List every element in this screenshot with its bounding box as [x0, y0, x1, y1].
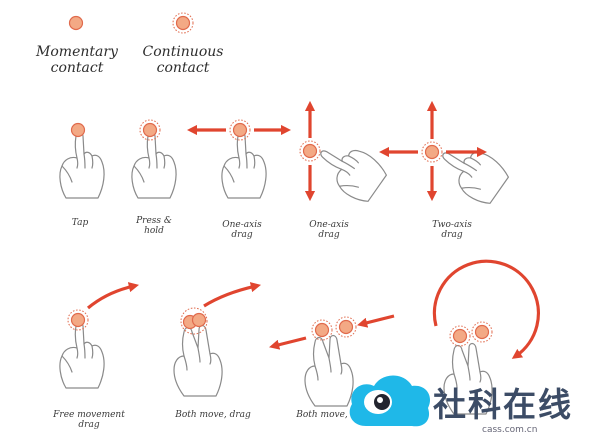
watermark-text: 社科在线 — [433, 385, 573, 424]
gesture-one-axis-drag-horizontal — [186, 119, 292, 199]
legend-momentary-label: Momentary contact — [36, 44, 118, 77]
label-one-axis-drag-vertical: One-axis drag — [309, 220, 349, 241]
legend-momentary-marker — [68, 15, 84, 31]
label-tap: Tap — [71, 218, 89, 228]
label-both-move: Both move, — [296, 410, 348, 420]
label-free-movement-drag: Free movement drag — [53, 410, 125, 431]
label-both-move-drag: Both move, drag — [175, 410, 251, 420]
label-two-axis-drag: Two-axis drag — [432, 220, 472, 241]
gesture-both-move-pinch — [269, 314, 395, 407]
gesture-both-move-drag — [173, 282, 261, 397]
watermark-url: cass.com.cn — [482, 425, 538, 435]
legend-continuous-label: Continuous contact — [142, 44, 224, 77]
gesture-free-movement-drag — [59, 282, 139, 389]
gesture-one-axis-drag-vertical — [299, 100, 391, 207]
label-one-axis-drag-horizontal: One-axis drag — [222, 220, 262, 241]
gesture-rotate — [432, 259, 540, 415]
label-press-hold: Press & hold — [136, 216, 172, 237]
gesture-tap — [59, 122, 105, 199]
cloud-eye-logo — [349, 375, 431, 427]
gesture-two-axis-drag — [378, 100, 513, 209]
legend-continuous-marker — [172, 12, 194, 34]
gesture-press-hold — [131, 119, 177, 199]
